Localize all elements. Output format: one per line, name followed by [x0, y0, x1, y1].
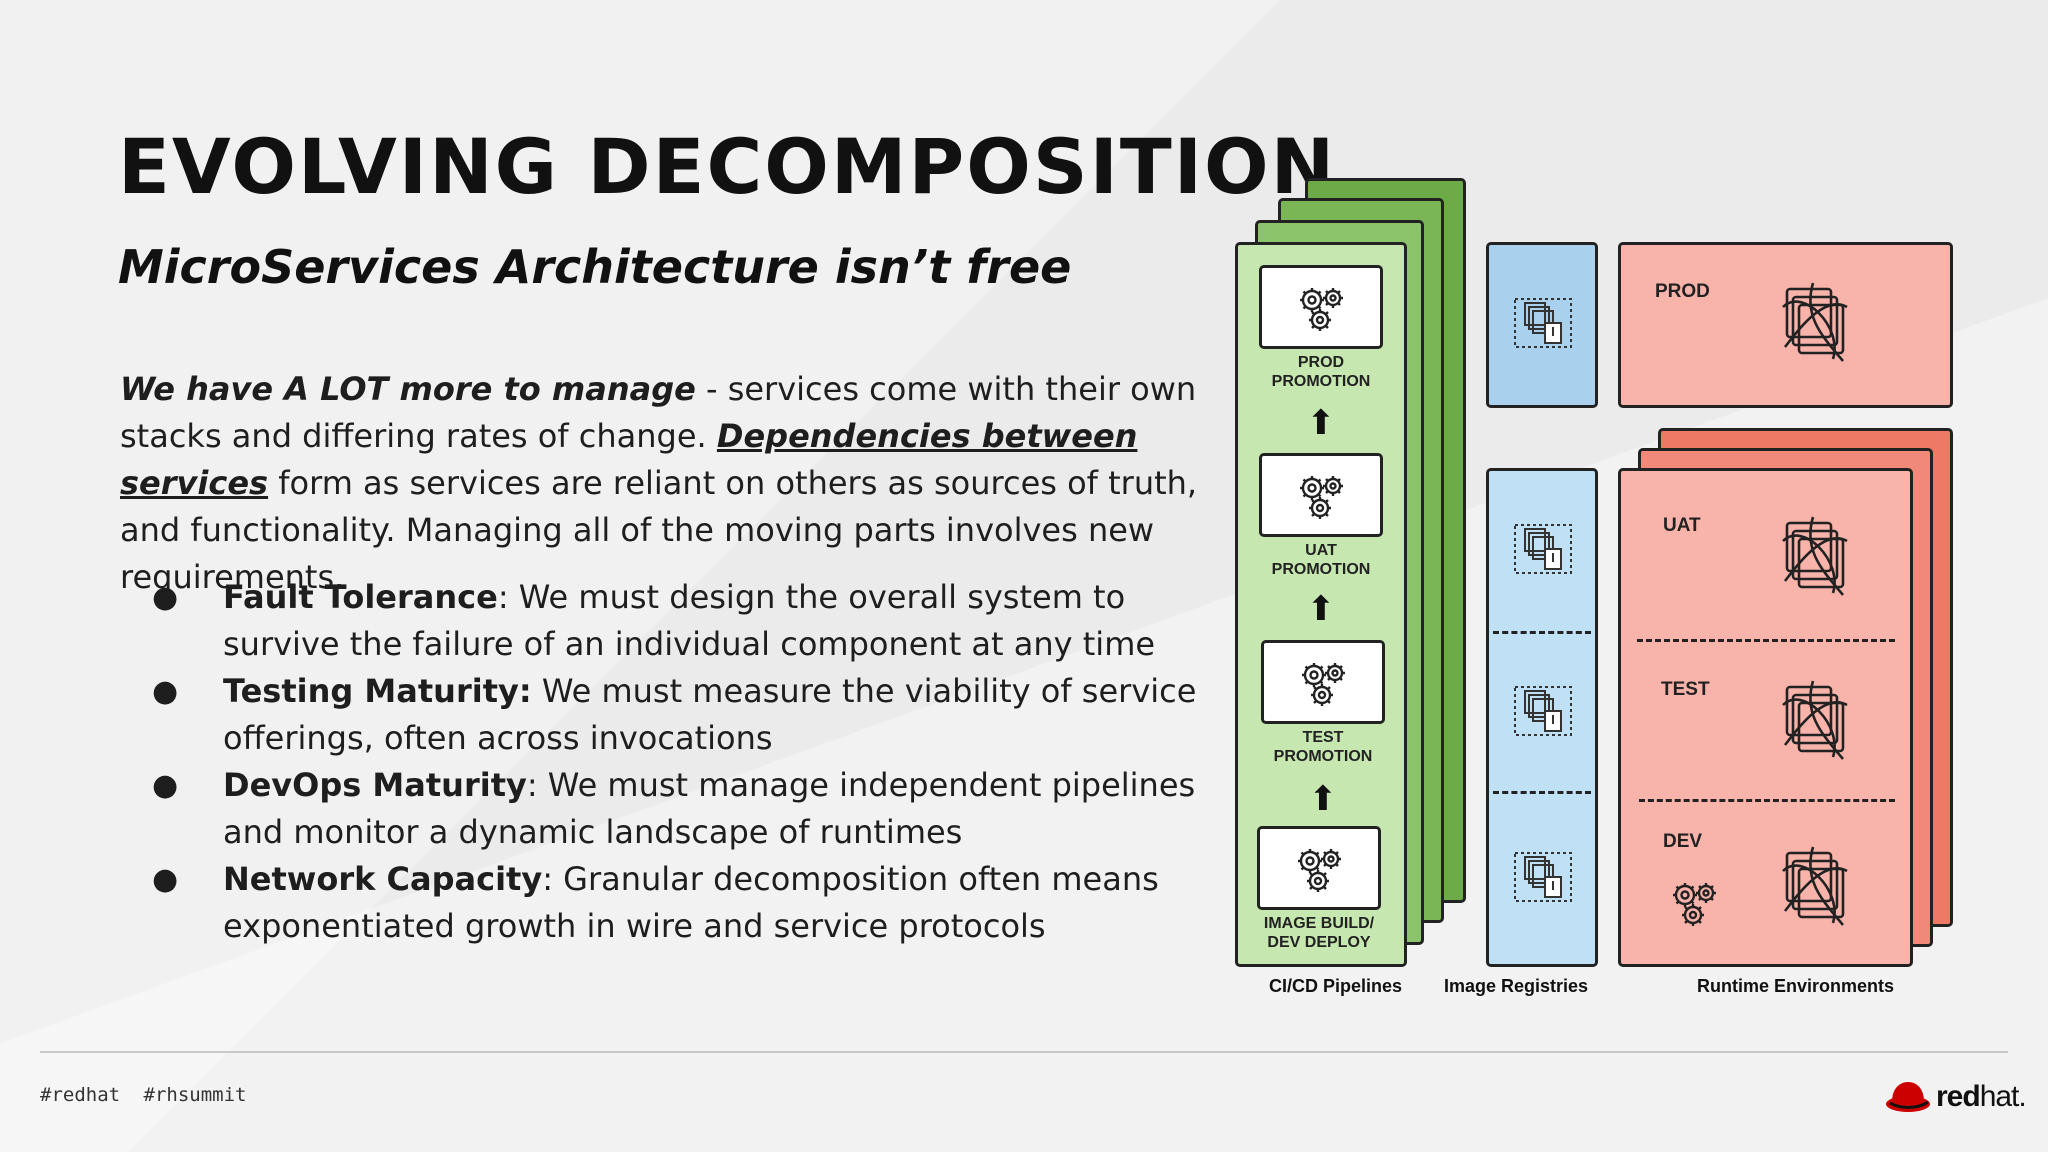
- container-image-icon: [1514, 852, 1572, 902]
- caption-runtime: Runtime Environments: [1697, 976, 1895, 996]
- brand-wordmark: redhat.: [1936, 1080, 2027, 1114]
- divider: [1639, 799, 1895, 802]
- caption-cicd: CI/CD Pipelines: [1269, 976, 1403, 996]
- runtime-nonprod: UAT TEST DEV: [1618, 468, 1913, 967]
- bullet-icon: ●: [152, 768, 179, 803]
- brand-light: hat.: [1979, 1080, 2027, 1113]
- env-label: UAT: [1663, 515, 1701, 536]
- slide-title: EVOLVING DECOMPOSITION: [118, 122, 1337, 211]
- env-label: TEST: [1661, 679, 1710, 700]
- bullet-icon: ●: [152, 862, 179, 897]
- stage-label: IMAGE BUILD/ DEV DEPLOY: [1263, 915, 1375, 951]
- stage-label: UAT PROMOTION: [1271, 542, 1371, 578]
- bullet-text: : Granular decomposition often means exp…: [223, 860, 1159, 945]
- hashtag: #redhat: [40, 1084, 121, 1106]
- runtime-prod: PROD: [1618, 242, 1953, 408]
- hashtag: #rhsummit: [143, 1084, 247, 1106]
- container-image-icon: [1514, 298, 1572, 348]
- up-arrow-icon: ⬆: [1306, 589, 1336, 629]
- stage-image-build: IMAGE BUILD/ DEV DEPLOY: [1236, 826, 1402, 952]
- up-arrow-icon: ⬆: [1308, 779, 1338, 819]
- requirements-list: ● Fault Tolerance: We must design the ove…: [120, 574, 1200, 950]
- container-image-icon: [1514, 686, 1572, 736]
- intro-part2: form as services are reliant on others a…: [120, 464, 1198, 596]
- container-image-icon: [1514, 524, 1572, 574]
- intro-part1: - services come with their own stacks an…: [120, 370, 1197, 455]
- footer-divider: [40, 1051, 2008, 1053]
- redhat-logo: redhat.: [1884, 1076, 2027, 1120]
- stage-label: TEST PROMOTION: [1273, 729, 1373, 765]
- bullet-icon: ●: [152, 580, 179, 615]
- registry-nonprod: [1486, 468, 1598, 967]
- application-pods-icon: [1782, 282, 1848, 362]
- bullet-term: Testing Maturity:: [223, 672, 532, 710]
- bullet-icon: ●: [152, 674, 179, 709]
- up-arrow-icon: ⬆: [1306, 403, 1336, 443]
- application-pods-icon: [1782, 680, 1848, 760]
- registry-prod: [1486, 242, 1598, 408]
- list-item: ● Network Capacity: Granular decompositio…: [120, 856, 1200, 950]
- stage-uat-promotion: UAT PROMOTION: [1238, 453, 1404, 579]
- env-label: DEV: [1663, 831, 1703, 852]
- caption-registries: Image Registries: [1444, 976, 1589, 996]
- intro-lead: We have A LOT more to manage: [120, 370, 696, 408]
- architecture-diagram: PROD PROMOTION ⬆ UAT PROMOTION ⬆ TEST PR…: [1230, 170, 1960, 1010]
- bullet-text: We must measure the viability of service…: [223, 672, 1197, 757]
- bullet-term: Network Capacity: [223, 860, 543, 898]
- application-pods-icon: [1782, 516, 1848, 596]
- divider: [1637, 639, 1895, 642]
- divider: [1493, 791, 1591, 794]
- application-pods-icon: [1782, 846, 1848, 926]
- gears-icon: [1257, 826, 1381, 910]
- gears-icon: [1261, 640, 1385, 724]
- list-item: ● DevOps Maturity: We must manage indepen…: [120, 762, 1200, 856]
- gears-icon: [1673, 883, 1716, 926]
- divider: [1493, 631, 1591, 634]
- bullet-text: : We must manage independent pipelines a…: [223, 766, 1196, 851]
- stage-test-promotion: TEST PROMOTION: [1240, 640, 1406, 766]
- shadowman-icon: [1886, 1082, 1930, 1112]
- dependencies-link[interactable]: Dependencies between services: [120, 417, 1138, 502]
- bullet-text: : We must design the overall system to s…: [223, 578, 1156, 663]
- gears-icon: [1259, 265, 1383, 349]
- gears-icon: [1259, 453, 1383, 537]
- slide-subtitle: MicroServices Architecture isn’t free: [118, 240, 1072, 294]
- footer-hashtags: #redhat #rhsummit: [40, 1084, 258, 1106]
- bullet-term: DevOps Maturity: [223, 766, 527, 804]
- list-item: ● Testing Maturity: We must measure the v…: [120, 668, 1200, 762]
- list-item: ● Fault Tolerance: We must design the ove…: [120, 574, 1200, 668]
- brand-bold: red: [1936, 1080, 1981, 1113]
- bullet-term: Fault Tolerance: [223, 578, 498, 616]
- env-label: PROD: [1655, 281, 1710, 302]
- intro-paragraph: We have A LOT more to manage - services …: [120, 366, 1200, 601]
- stage-label: PROD PROMOTION: [1271, 354, 1371, 390]
- stage-prod-promotion: PROD PROMOTION: [1238, 265, 1404, 391]
